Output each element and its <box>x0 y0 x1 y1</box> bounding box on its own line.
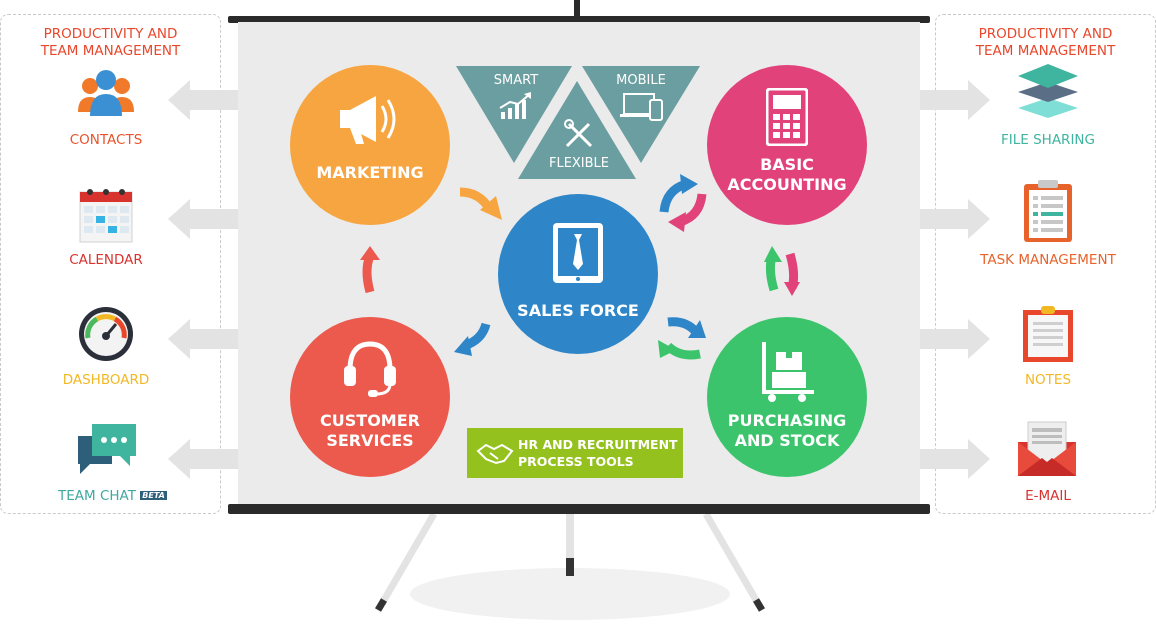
basic-accounting-label: BASIC ACCOUNTING <box>727 155 847 194</box>
headset-icon <box>344 341 396 397</box>
marketing-label: MARKETING <box>316 163 424 182</box>
smart-label: SMART <box>493 73 539 88</box>
customer-services-label: CUSTOMER SERVICES <box>320 411 420 450</box>
contacts-icon <box>78 70 134 116</box>
marketing-circle <box>290 65 450 225</box>
task-management-label: TASK MANAGEMENT <box>980 252 1116 268</box>
team-chat-icon <box>78 424 136 474</box>
hr-recruitment-box <box>467 428 683 478</box>
mobile-devices-icon <box>620 93 663 121</box>
right-panel-title: PRODUCTIVITY AND TEAM MANAGEMENT <box>975 26 1116 59</box>
right-arrows <box>920 80 990 479</box>
beta-badge: BETA <box>140 491 167 500</box>
mobile-label: MOBILE <box>616 73 666 88</box>
purchasing-stock-circle <box>707 317 867 477</box>
calculator-icon <box>766 88 808 146</box>
sales-force-label: SALES FORCE <box>517 301 639 320</box>
board-hook <box>574 0 580 16</box>
flexible-tools-icon <box>564 119 593 148</box>
cycle-arrows <box>360 174 800 360</box>
calendar-icon <box>79 189 133 243</box>
notes-icon <box>1023 306 1073 362</box>
team-chat-label-group: TEAM CHAT BETA <box>58 488 167 504</box>
dashboard-icon <box>79 307 133 361</box>
flexible-label: FLEXIBLE <box>548 156 610 171</box>
hr-recruitment-label: HR AND RECRUITMENT PROCESS TOOLS <box>518 437 678 469</box>
team-chat-label: TEAM CHAT <box>58 488 136 504</box>
file-sharing-label: FILE SHARING <box>1001 132 1095 148</box>
handshake-icon <box>476 443 514 465</box>
trolley-boxes-icon <box>762 342 814 402</box>
file-sharing-icon <box>1018 64 1078 118</box>
tablet-tie-icon <box>553 223 603 283</box>
purchasing-stock-label: PURCHASING AND STOCK <box>727 411 847 450</box>
calendar-label: CALENDAR <box>69 252 143 268</box>
smart-growth-icon <box>499 92 531 119</box>
contacts-label: CONTACTS <box>69 132 143 148</box>
notes-label: NOTES <box>1024 372 1072 388</box>
email-icon <box>1018 421 1076 476</box>
easel-stand <box>374 512 766 620</box>
board-top-roller <box>228 16 930 23</box>
megaphone-icon <box>340 96 396 144</box>
dashboard-label: DASHBOARD <box>62 372 150 388</box>
left-arrows <box>168 80 238 479</box>
email-label: E-MAIL <box>1025 488 1071 504</box>
left-panel-title: PRODUCTIVITY AND TEAM MANAGEMENT <box>40 26 181 59</box>
task-management-icon <box>1024 180 1072 242</box>
board-bottom-roller <box>228 504 930 514</box>
